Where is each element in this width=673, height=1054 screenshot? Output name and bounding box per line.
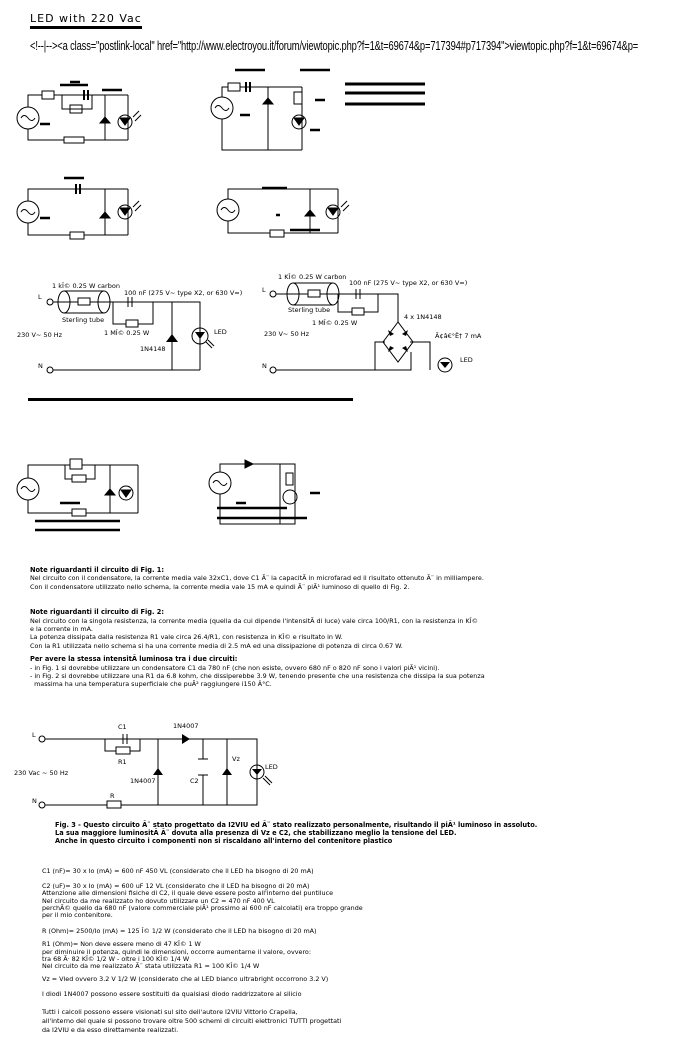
calc-line: R1 (Ohm)= Non deve essere meno di 47 KÎ©… bbox=[42, 940, 201, 949]
note-text: e la corrente in mA. bbox=[30, 625, 93, 634]
caption-line: La sua maggiore luminositÃ Ã¨ dovuta all… bbox=[55, 828, 457, 837]
calc-line: Tutti i calcoli possono essere visionati… bbox=[42, 1007, 298, 1016]
calc-line: C1 (nF)= 30 x Io (mA) = 600 nF 450 VL (c… bbox=[42, 867, 314, 875]
schematic-thumbnails-2 bbox=[16, 458, 320, 532]
page-title: LED with 220 Vac bbox=[30, 12, 142, 29]
calc-line: I diodi 1N4007 possono essere sostituiti… bbox=[42, 990, 302, 999]
calc-line: Nel circuito da me realizzato ho dovuto … bbox=[42, 896, 275, 905]
caption-line: Fig. 3 - Questo circuito Ã¨ stato proget… bbox=[55, 821, 538, 829]
note-heading: Note riguardanti il circuito di Fig. 2: bbox=[30, 608, 165, 617]
led-label: LED bbox=[460, 356, 473, 364]
resistor-label: 1 kÎ© 0.25 W carbon bbox=[52, 281, 120, 290]
source-label: 230 Vac ~ 50 Hz bbox=[14, 769, 69, 777]
calc-line: Attenzione alle dimensioni fisiche di C2… bbox=[42, 889, 334, 898]
note-text: - in Fig. 1 si dovrebbe utilizzare un co… bbox=[30, 663, 440, 672]
divider bbox=[28, 398, 353, 401]
calc-line: per diminuire il potenza, quindi le dime… bbox=[42, 947, 311, 956]
note-text: Nel circuito con la singola resistenza, … bbox=[30, 616, 478, 625]
schematic-a bbox=[16, 80, 142, 144]
resistor2-label: 1 MÎ© 0.25 W bbox=[104, 328, 150, 337]
calc-line: per il mio contenitore. bbox=[42, 911, 113, 920]
r1-label: R1 bbox=[118, 758, 127, 766]
bridge-label: 4 x 1N4148 bbox=[404, 313, 442, 321]
calc-line: da I2VIU e da esso direttamente realizza… bbox=[42, 1026, 179, 1035]
terminal-n: N bbox=[262, 362, 267, 370]
tube-label: Sterling tube bbox=[62, 316, 104, 324]
schematic-d bbox=[216, 186, 350, 238]
capacitor-label: 100 nF (275 V~ type X2, or 630 V=) bbox=[349, 279, 467, 287]
caption-line: Anche in questo circuito i componenti no… bbox=[55, 836, 393, 845]
calc-line: tra 68 Ã· 82 KÎ© 1/2 W - oltre i 100 KÎ©… bbox=[42, 954, 190, 963]
calc-line: all'interno del quale si possono trovare… bbox=[42, 1016, 342, 1025]
c2-label: C2 bbox=[190, 777, 199, 785]
r-label: R bbox=[110, 792, 115, 800]
terminal-l: L bbox=[38, 293, 42, 301]
diode-label: 1N4148 bbox=[140, 345, 166, 353]
note-text: Con il condensatore utilizzato nello sch… bbox=[30, 582, 410, 591]
note-heading: Note riguardanti il circuito di Fig. 1: bbox=[30, 566, 165, 574]
note-text: La potenza dissipata dalla resistenza R1… bbox=[30, 633, 343, 642]
source-label: 230 V~ 50 Hz bbox=[17, 331, 63, 339]
fig2-schematic: L N 1 KÎ© 0.25 W carbon 100 nF (275 V~ t… bbox=[262, 272, 482, 374]
capacitor-label: 100 nF (275 V~ type X2, or 630 V=) bbox=[124, 289, 242, 297]
note-text: - in Fig. 2 si dovrebbe utilizzare una R… bbox=[30, 672, 485, 681]
calc-block: C1 (nF)= 30 x Io (mA) = 600 nF 450 VL (c… bbox=[42, 867, 363, 1035]
note-text: Con la R1 utilizzata nello schema si ha … bbox=[30, 641, 403, 650]
fig1-schematic: L N 1 kÎ© 0.25 W carbon 100 nF (275 V~ t… bbox=[17, 281, 242, 374]
schematic-b bbox=[210, 68, 425, 151]
note-heading: Per avere la stessa intensitÃ luminosa t… bbox=[30, 655, 238, 664]
resistor-label: 1 KÎ© 0.25 W carbon bbox=[278, 272, 346, 281]
notes-section: Note riguardanti il circuito di Fig. 1: … bbox=[30, 566, 670, 689]
led-label: LED bbox=[265, 763, 278, 771]
note-text: Nel circuito con il condensatore, la cor… bbox=[30, 574, 484, 583]
raw-link-text: <!--|--><a class="postlink-local" href="… bbox=[30, 38, 639, 53]
vz-label: Vz bbox=[232, 755, 240, 763]
current-label: Ã¢â€°Ë† 7 mA bbox=[435, 331, 482, 340]
resistor2-label: 1 MÎ© 0.25 W bbox=[312, 318, 358, 327]
led-label: LED bbox=[214, 328, 227, 336]
terminal-l: L bbox=[262, 286, 266, 294]
c1-label: C1 bbox=[118, 723, 127, 731]
terminal-n: N bbox=[32, 797, 37, 805]
calc-line: R (Ohm)= 2500/Io (mA) = 125 Î© 1/2 W (co… bbox=[42, 927, 317, 936]
tube-label: Sterling tube bbox=[288, 306, 330, 314]
calc-line: perchÃ© quello da 680 nF (valore commerc… bbox=[42, 903, 363, 912]
calc-line: Vz = Vled ovvero 3.2 V 1/2 W (considerat… bbox=[42, 975, 329, 984]
fig3-caption: Fig. 3 - Questo circuito Ã¨ stato proget… bbox=[55, 821, 538, 845]
schematic-thumbnails bbox=[16, 68, 425, 240]
terminal-l: L bbox=[32, 731, 36, 739]
fig3-schematic: L N C1 R1 1N4007 1N4007 230 Vac ~ 50 Hz … bbox=[14, 722, 278, 809]
d2-label: 1N4007 bbox=[130, 777, 156, 785]
schematic-c bbox=[16, 176, 142, 240]
source-label: 230 V~ 50 Hz bbox=[264, 330, 310, 338]
note-text: massima ha una temperatura superficiale … bbox=[30, 680, 272, 689]
d1-label: 1N4007 bbox=[173, 722, 199, 730]
calc-line: C2 (uF)= 30 x Io (mA) = 600 uF 12 VL (co… bbox=[42, 882, 310, 891]
terminal-n: N bbox=[38, 362, 43, 370]
calc-line: Nel circuito da me realizzato Ã¨ stata u… bbox=[42, 962, 260, 971]
